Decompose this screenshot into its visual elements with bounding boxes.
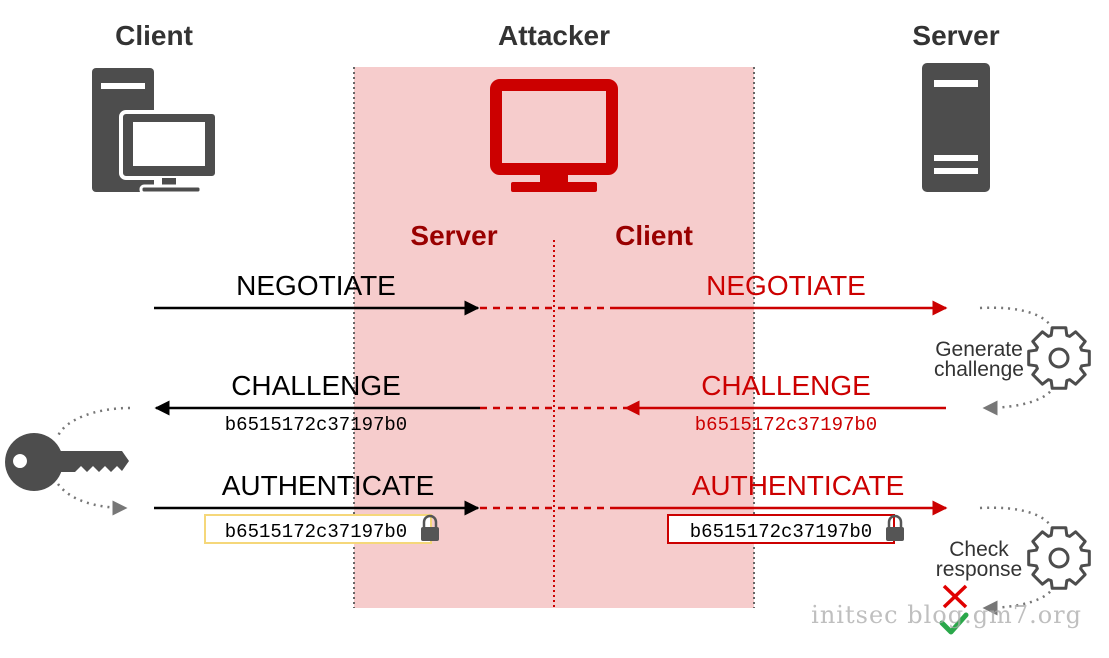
check-response-label-line1: Check xyxy=(949,538,1009,561)
challenge-label-right: CHALLENGE xyxy=(701,370,871,401)
negotiate-label-left: NEGOTIATE xyxy=(236,270,396,301)
authenticate-label-left: AUTHENTICATE xyxy=(222,470,435,501)
desktop-computer-icon xyxy=(92,68,219,195)
generate-challenge-label-line2: challenge xyxy=(934,358,1024,381)
gear-icon xyxy=(1027,326,1091,390)
checkmark-icon xyxy=(939,612,969,635)
generate-dotted-arc-bottom xyxy=(982,385,1056,416)
lock-icon xyxy=(421,514,439,541)
authenticate-label-right: AUTHENTICATE xyxy=(692,470,905,501)
server-tower-icon xyxy=(922,63,990,192)
response-hash-right: b6515172c37197b0 xyxy=(690,521,872,543)
watermark: initsec blog.gm7.org xyxy=(811,601,1082,629)
gear-icon xyxy=(1027,526,1091,590)
response-box-right xyxy=(667,514,895,544)
key-dotted-arc-top xyxy=(56,406,131,437)
challenge-hash-left: b6515172c37197b0 xyxy=(225,414,407,436)
lock-icon xyxy=(886,514,904,541)
monitor-icon xyxy=(490,79,618,192)
challenge-label-left: CHALLENGE xyxy=(231,370,401,401)
negotiate-label-right: NEGOTIATE xyxy=(706,270,866,301)
challenge-hash-right: b6515172c37197b0 xyxy=(695,414,877,436)
response-box-left xyxy=(204,514,432,544)
attacker-client-role-label: Client xyxy=(615,220,693,251)
check-dotted-arc-bottom xyxy=(982,585,1056,616)
key-icon xyxy=(5,433,129,491)
check-response-label-line2: response xyxy=(936,558,1022,581)
client-header: Client xyxy=(115,20,193,51)
check-dotted-arc-top xyxy=(979,506,1056,533)
cross-icon xyxy=(942,584,968,609)
attacker-header: Attacker xyxy=(498,20,610,51)
key-dotted-arc-bottom xyxy=(57,483,128,516)
attacker-server-role-label: Server xyxy=(410,220,497,251)
server-header: Server xyxy=(912,20,999,51)
generate-challenge-label-line1: Generate xyxy=(935,338,1023,361)
response-hash-left: b6515172c37197b0 xyxy=(225,521,407,543)
generate-dotted-arc-top xyxy=(979,306,1056,333)
